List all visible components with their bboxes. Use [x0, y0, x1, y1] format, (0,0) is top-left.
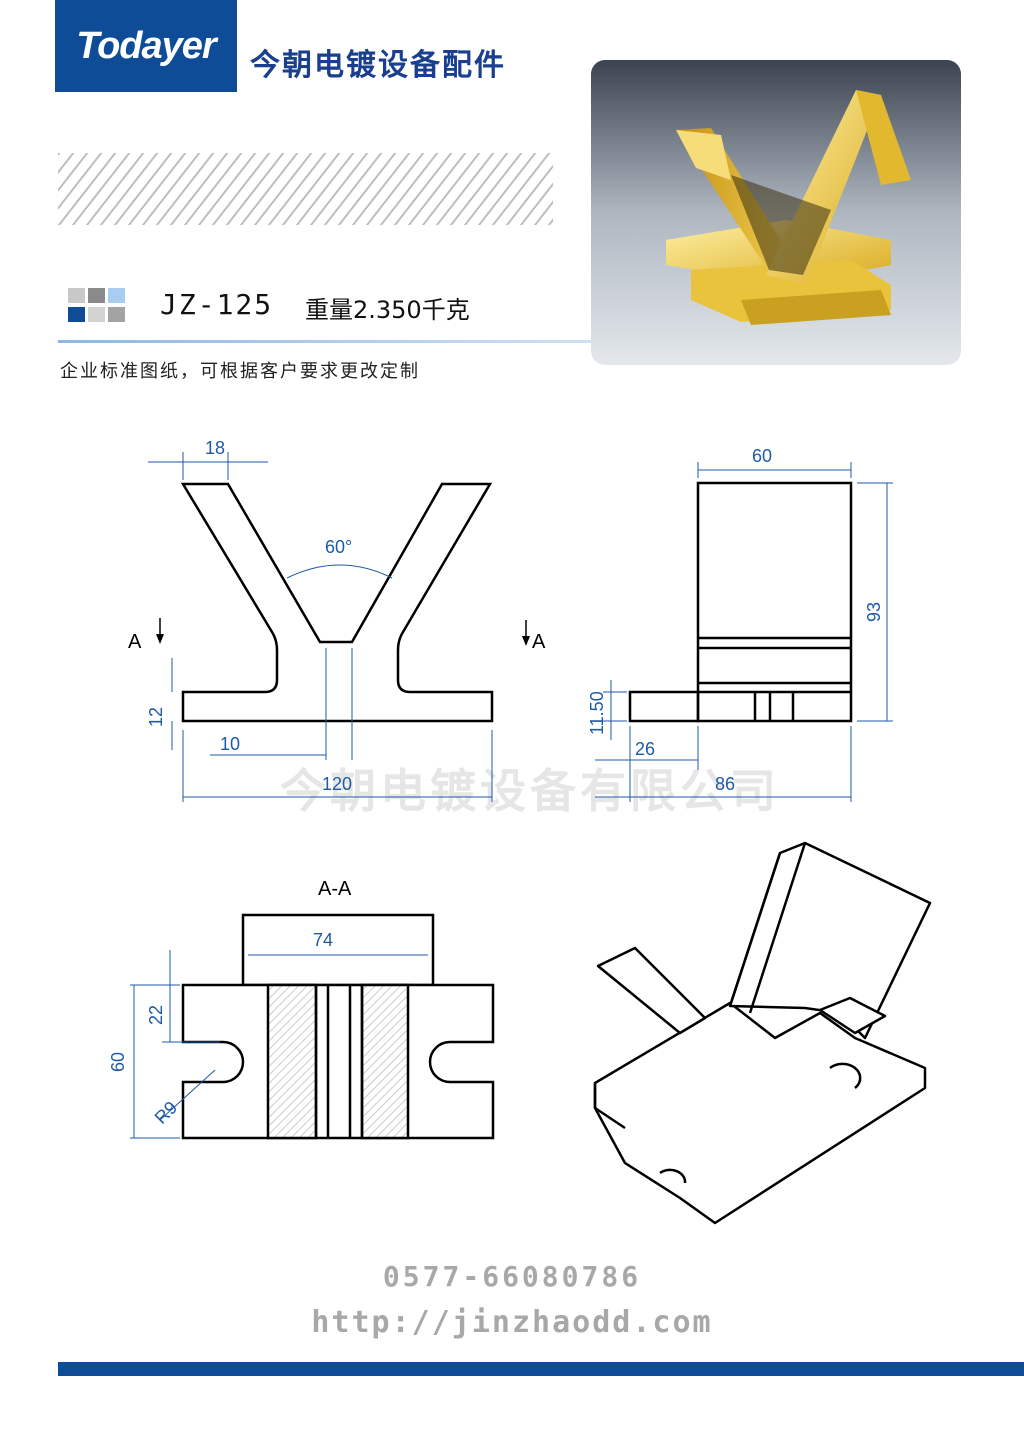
hatched-banner — [58, 153, 553, 225]
color-squares-icon — [68, 288, 125, 322]
side-view-drawing: 60 93 11.50 26 86 — [587, 446, 893, 802]
dim-total-length: 86 — [715, 774, 735, 794]
brand-logo: Todayer — [55, 0, 237, 92]
section-label-left: A — [128, 631, 142, 653]
section-arrow-right-icon: A — [522, 620, 546, 653]
model-number: JZ-125 — [160, 288, 274, 321]
dim-side-height: 93 — [864, 602, 884, 622]
dim-neck-width: 10 — [220, 734, 240, 754]
phone-number: 0577-66080786 — [382, 1260, 642, 1293]
svg-text:A: A — [532, 631, 546, 653]
dim-angle: 60° — [325, 537, 352, 557]
dim-base-height: 11.50 — [587, 691, 607, 735]
section-title: A-A — [318, 878, 352, 900]
dim-base-thickness: 12 — [146, 707, 166, 727]
isometric-view-drawing — [593, 841, 932, 1225]
watermark-text: 今朝电镀设备有限公司 — [280, 764, 780, 818]
dim-top-width: 18 — [205, 438, 225, 458]
dim-total-width: 120 — [322, 774, 352, 794]
dim-side-top-width: 60 — [752, 446, 772, 466]
drawing-note: 企业标准图纸，可根据客户要求更改定制 — [60, 361, 420, 382]
dim-foot-length: 26 — [635, 739, 655, 759]
website-url[interactable]: http://jinzhaodd.com — [311, 1305, 713, 1340]
dim-notch-offset: 22 — [146, 1005, 166, 1025]
divider — [58, 340, 598, 343]
company-name: 今朝电镀设备配件 — [250, 48, 506, 83]
product-photo — [591, 60, 961, 365]
front-view-drawing: 18 60° 12 10 120 A A — [128, 438, 494, 802]
dim-radius: R9 — [151, 1097, 181, 1127]
bottom-bar — [58, 1362, 1024, 1376]
dim-section-top-width: 74 — [313, 930, 333, 950]
product-weight: 重量2.350千克 — [305, 296, 470, 324]
dim-section-height: 60 — [108, 1052, 128, 1072]
section-view-drawing: A-A 74 22 60 R9 — [108, 878, 495, 1140]
